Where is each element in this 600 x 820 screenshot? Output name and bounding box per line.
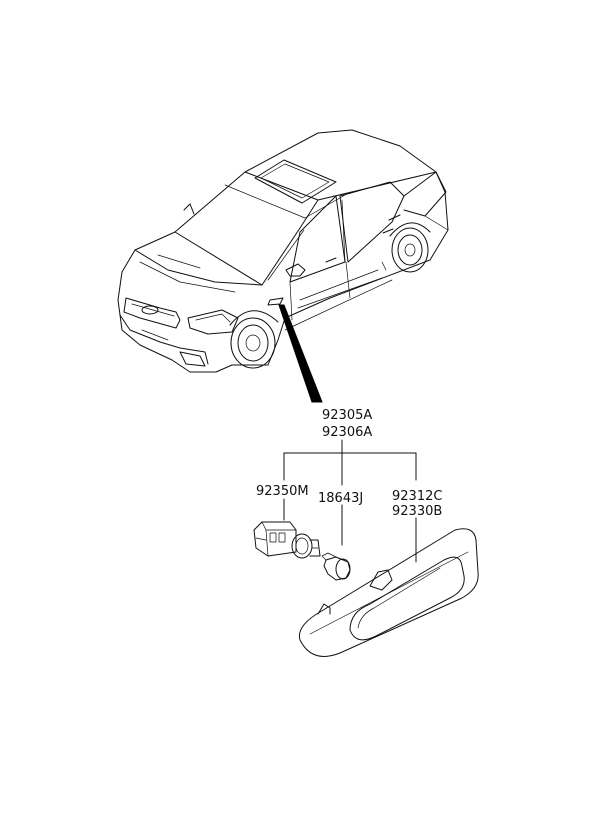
bulb-illustration [321, 552, 351, 581]
assembly-part-number-2: 92306A [322, 425, 372, 440]
lamp-part-number-1: 92312C [392, 489, 442, 504]
car-illustration [117, 129, 449, 373]
socket-illustration [253, 521, 321, 559]
socket-part-number: 92350M [256, 484, 309, 499]
assembly-part-number-1: 92305A [322, 408, 372, 423]
lamp-part-number-2: 92330B [392, 504, 442, 519]
leader-lines [283, 439, 417, 563]
side-marker-lamp-illustration [298, 528, 479, 657]
bulb-part-number: 18643J [318, 491, 363, 506]
pointer-stripe [278, 304, 323, 403]
